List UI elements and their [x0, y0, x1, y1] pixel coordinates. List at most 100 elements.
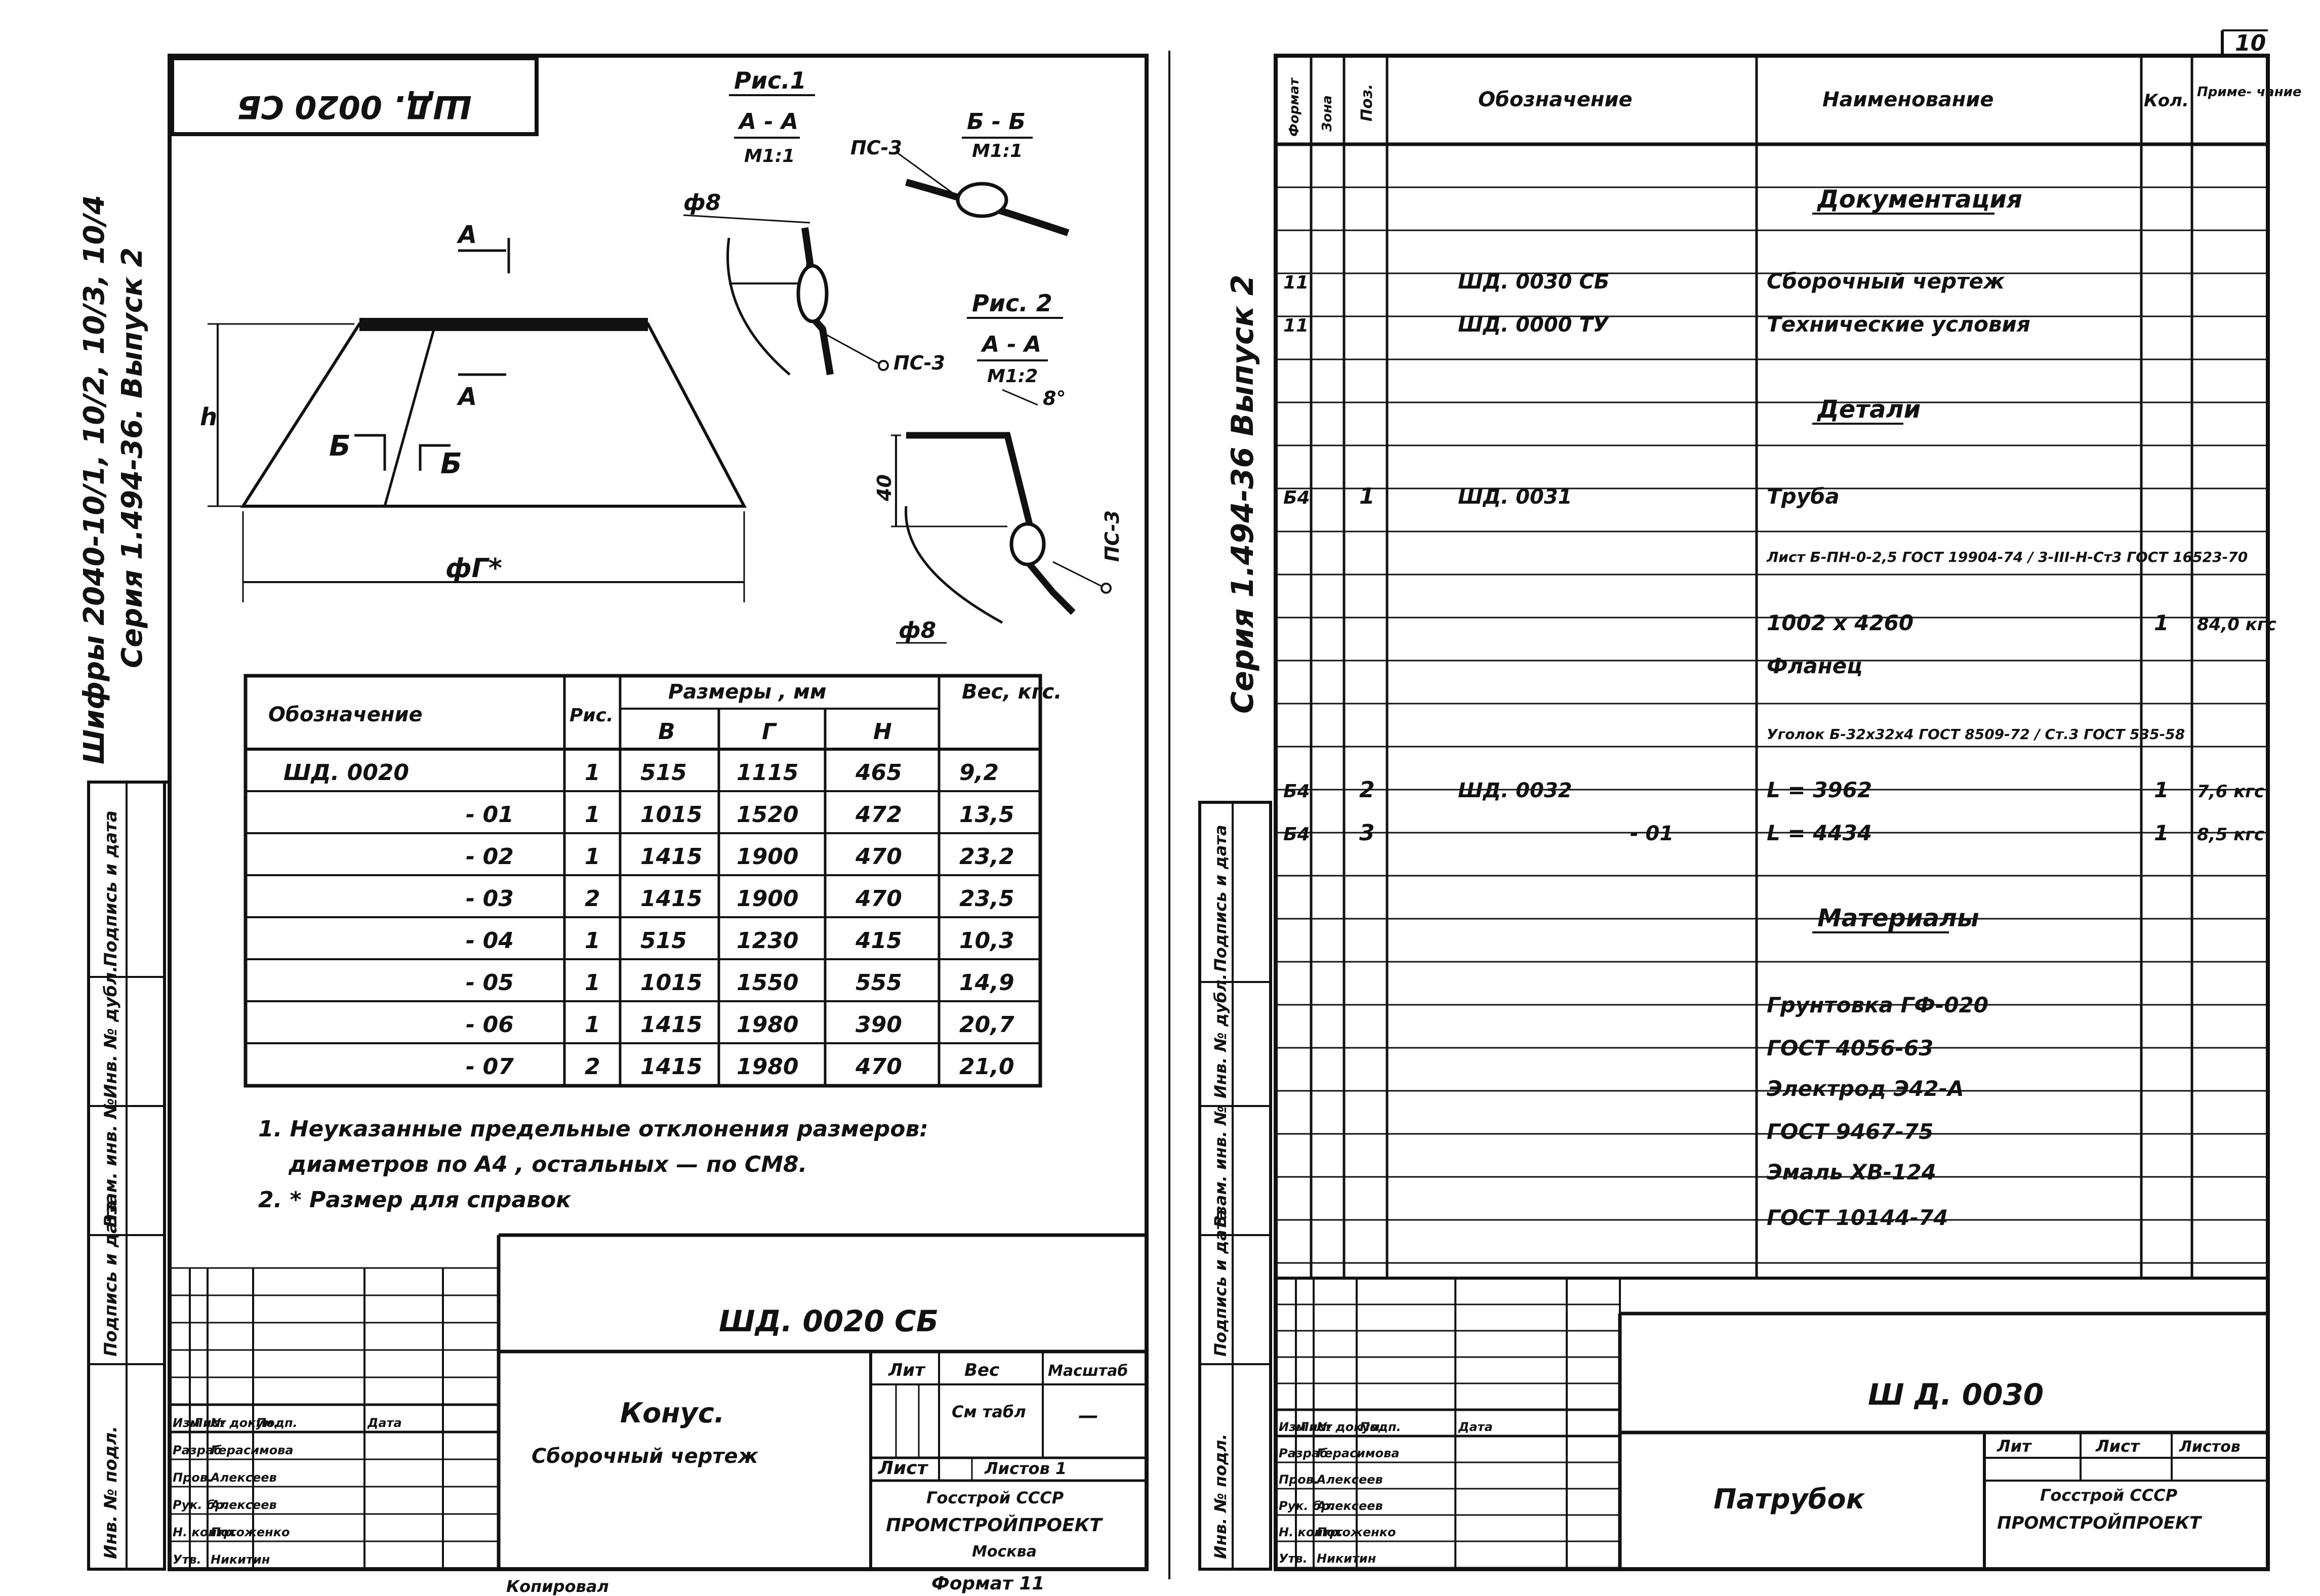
- tb-name2: Сборочный чертеж: [532, 1445, 759, 1468]
- sizes-cell: 13,5: [959, 802, 1014, 828]
- tb-org3: Москва: [972, 1543, 1037, 1561]
- sizes-cell: - 07: [466, 1054, 514, 1080]
- spec-h-name: Наименование: [1822, 88, 1994, 111]
- spec-qty: 1: [2154, 821, 2169, 845]
- tb-org2: ПРОМСТРОЙПРОЕКТ: [886, 1515, 1103, 1536]
- tb-col-header: Дата: [1458, 1420, 1493, 1434]
- sizes-cell: 1: [585, 760, 600, 786]
- spec-format: 11: [1283, 315, 1309, 336]
- right-stamp-5: Инв. № подл.: [1211, 1434, 1230, 1559]
- tbl-h-b: В: [658, 719, 675, 745]
- right-stamp-2: Инв. № дубл.: [1211, 973, 1230, 1098]
- sizes-cell: 1: [585, 802, 600, 828]
- spec-note: 84,0 кгс: [2197, 615, 2276, 635]
- tb-person: Герасимова: [1317, 1446, 1399, 1460]
- spec-designation: ШД. 0030 СБ: [1458, 270, 1609, 294]
- tb-person: Никитин: [1317, 1551, 1376, 1566]
- tbl-h-sizes: Размеры , мм: [668, 680, 827, 704]
- spec-name: L = 4434: [1767, 821, 1872, 845]
- sizes-cell: 1415: [640, 1012, 702, 1038]
- spec-h-note: Приме- чание: [2197, 85, 2302, 100]
- spec-h-format: Формат: [1287, 77, 1302, 137]
- spec-section-title: Документация: [1816, 185, 2022, 214]
- spec-name: Грунтовка ГФ-020: [1767, 993, 1988, 1017]
- right-side-stamp: [1198, 801, 1272, 1571]
- sizes-cell: 1: [585, 844, 600, 870]
- sizes-cell: 1230: [737, 928, 798, 954]
- spec-h-designation: Обозначение: [1478, 88, 1633, 111]
- sizes-cell: 1: [585, 1012, 600, 1038]
- spec-format: Б4: [1283, 487, 1310, 508]
- sizes-cell: - 02: [466, 844, 514, 870]
- spec-h-qty: Кол.: [2144, 91, 2189, 111]
- tb-role: Н. контр.: [1279, 1525, 1343, 1539]
- fig1-title: Рис.1: [734, 67, 806, 94]
- sizes-cell: 390: [856, 1012, 902, 1038]
- left-stamp-2: Инв. № дубл.: [101, 966, 121, 1098]
- tb-role: Рук. бр.: [1279, 1499, 1334, 1513]
- sizes-cell: 470: [855, 1054, 902, 1080]
- tbl-h-g: Г: [762, 719, 777, 745]
- left-frame: [168, 54, 1149, 1571]
- tbl-h-weight: Вес, кгс.: [962, 680, 1062, 704]
- spec-note: 7,6 кгс: [2197, 782, 2264, 802]
- cone-drawing: А А h Б Б фГ*: [200, 221, 747, 602]
- sizes-cell: 1015: [640, 970, 702, 996]
- tb-org1: Госстрой СССР: [926, 1488, 1064, 1507]
- left-stamp-1: Подпись и дата: [101, 810, 121, 967]
- sizes-cell: 465: [855, 760, 902, 786]
- cone-b-right: Б: [440, 447, 462, 480]
- sizes-cell: 1115: [737, 760, 798, 786]
- fig1-weld-2: ПС-3: [893, 352, 945, 374]
- sizes-cell: 1: [585, 928, 600, 954]
- tb-col-header: № докум.: [1316, 1420, 1385, 1434]
- tb-person: Алексеев: [210, 1470, 277, 1485]
- sizes-cell: 415: [855, 928, 902, 954]
- cone-b-left: Б: [329, 430, 351, 463]
- tbl-h-designation: Обозначение: [268, 703, 423, 726]
- sizes-cell: ШД. 0020: [283, 760, 409, 786]
- sizes-table: Обозначение Рис. Размеры , мм Вес, кгс. …: [243, 674, 1062, 1088]
- rtb-name: Патрубок: [1714, 1483, 1865, 1515]
- tbl-h-h: Н: [873, 719, 892, 745]
- sizes-cell: 1520: [737, 802, 798, 828]
- right-stamp-3: Взам. инв. №: [1211, 1106, 1230, 1227]
- rtb-org2: ПРОМСТРОЙПРОЕКТ: [1997, 1512, 2203, 1533]
- sizes-cell: 14,9: [959, 970, 1014, 996]
- note-2: 2. * Размер для справок: [258, 1187, 572, 1213]
- spec-name: Сборочный чертеж: [1767, 269, 2005, 294]
- cone-h: h: [200, 403, 217, 431]
- fig2-dim: 40: [873, 474, 896, 502]
- cone-sec-a2: А: [456, 383, 477, 411]
- sizes-cell: - 06: [466, 1012, 514, 1038]
- tb-person: Герасимова: [211, 1443, 293, 1457]
- spec-format: Б4: [1283, 781, 1310, 802]
- tb-code: ШД. 0020 СБ: [719, 1304, 939, 1338]
- tb-col-header: Лист: [1298, 1420, 1333, 1434]
- tb-role: Рук. бр.: [173, 1498, 228, 1512]
- cone-sec-a: А: [456, 221, 477, 249]
- cone-diam: фГ*: [445, 553, 502, 584]
- tb-col-header: Лист: [192, 1416, 227, 1430]
- sizes-cell: 2: [585, 886, 600, 912]
- spec-qty: 1: [2154, 777, 2169, 802]
- tb-col-header: № докум.: [210, 1416, 278, 1430]
- sizes-cell: 1980: [737, 1012, 798, 1038]
- spec-format: 11: [1283, 272, 1309, 293]
- tb-lit: Лит: [888, 1360, 926, 1380]
- note-1b: диаметров по А4 , остальных — по СМ8.: [288, 1152, 807, 1177]
- right-frame: [1274, 54, 2270, 1571]
- tb-person: Алексеев: [1316, 1499, 1383, 1513]
- fig2-weld: ПС-3: [1101, 510, 1123, 562]
- rtb-lit: Лит: [1997, 1437, 2032, 1456]
- tb-role: Утв.: [1279, 1551, 1308, 1566]
- spec-name: ГОСТ 4056-63: [1767, 1036, 1933, 1060]
- notes: 1. Неуказанные предельные отклонения раз…: [258, 1116, 928, 1213]
- sizes-cell: 1900: [737, 844, 798, 870]
- right-vertical-series: Серия 1.494-36 Выпуск 2: [1225, 274, 1260, 714]
- tb-role: Н. контр.: [173, 1525, 237, 1539]
- tb-role: Утв.: [173, 1552, 201, 1567]
